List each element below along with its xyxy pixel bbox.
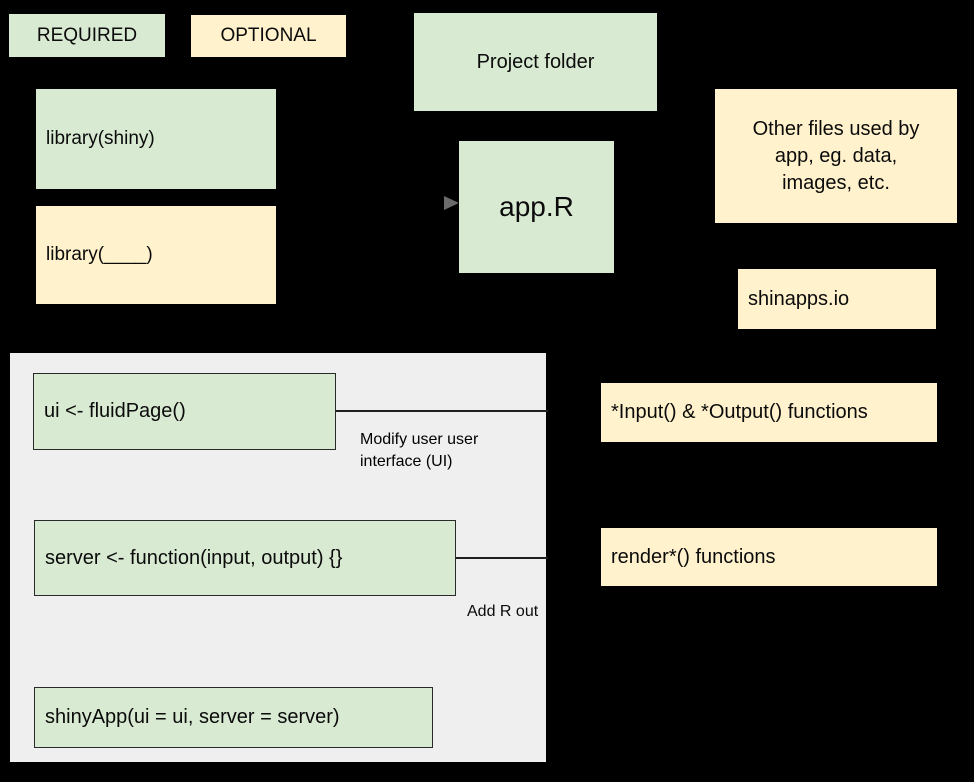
legend-optional-box: OPTIONAL [190,14,347,58]
add-r-output-text: Add R out [467,603,539,620]
legend-optional-label: OPTIONAL [220,25,317,46]
shinyapps-io-label: shinapps.io [748,287,850,310]
app-r-label: app.R [499,191,574,222]
legend-required-label: REQUIRED [36,24,138,46]
server-function-box: server <- function(input, output) {} [34,520,456,596]
render-functions-box: render*() functions [600,527,938,587]
add-r-output-annotation: Add R out [467,601,546,627]
library-blank-box: library(____) [35,205,277,305]
app-r-box: app.R [458,140,615,274]
library-shiny-box: library(shiny) [35,88,277,190]
render-functions-label: render*() functions [611,545,776,568]
input-output-functions-label: *Input() & *Output() functions [611,401,868,423]
server-connector-line [456,557,548,559]
input-output-functions-box: *Input() & *Output() functions [600,382,938,443]
library-shiny-label: library(shiny) [46,128,155,149]
modify-ui-annotation: Modify user user interface (UI) [360,431,479,470]
ui-connector-line [336,410,548,412]
ui-fluidpage-box: ui <- fluidPage() [33,373,336,450]
ui-fluidpage-label: ui <- fluidPage() [44,400,186,422]
other-files-box: Other files used by app, eg. data, image… [714,88,958,224]
shinyapp-call-box: shinyApp(ui = ui, server = server) [34,687,433,748]
shinyapps-io-box: shinapps.io [737,268,937,330]
library-blank-label: library(____) [46,244,153,265]
project-folder-label: Project folder [476,50,595,73]
legend-required-box: REQUIRED [8,13,166,58]
server-function-label: server <- function(input, output) {} [45,546,343,569]
shinyapp-call-label: shinyApp(ui = ui, server = server) [45,706,340,728]
other-files-label: Other files used by app, eg. data, image… [752,117,920,194]
project-folder-box: Project folder [413,12,658,112]
arrow-right-icon [444,196,459,210]
